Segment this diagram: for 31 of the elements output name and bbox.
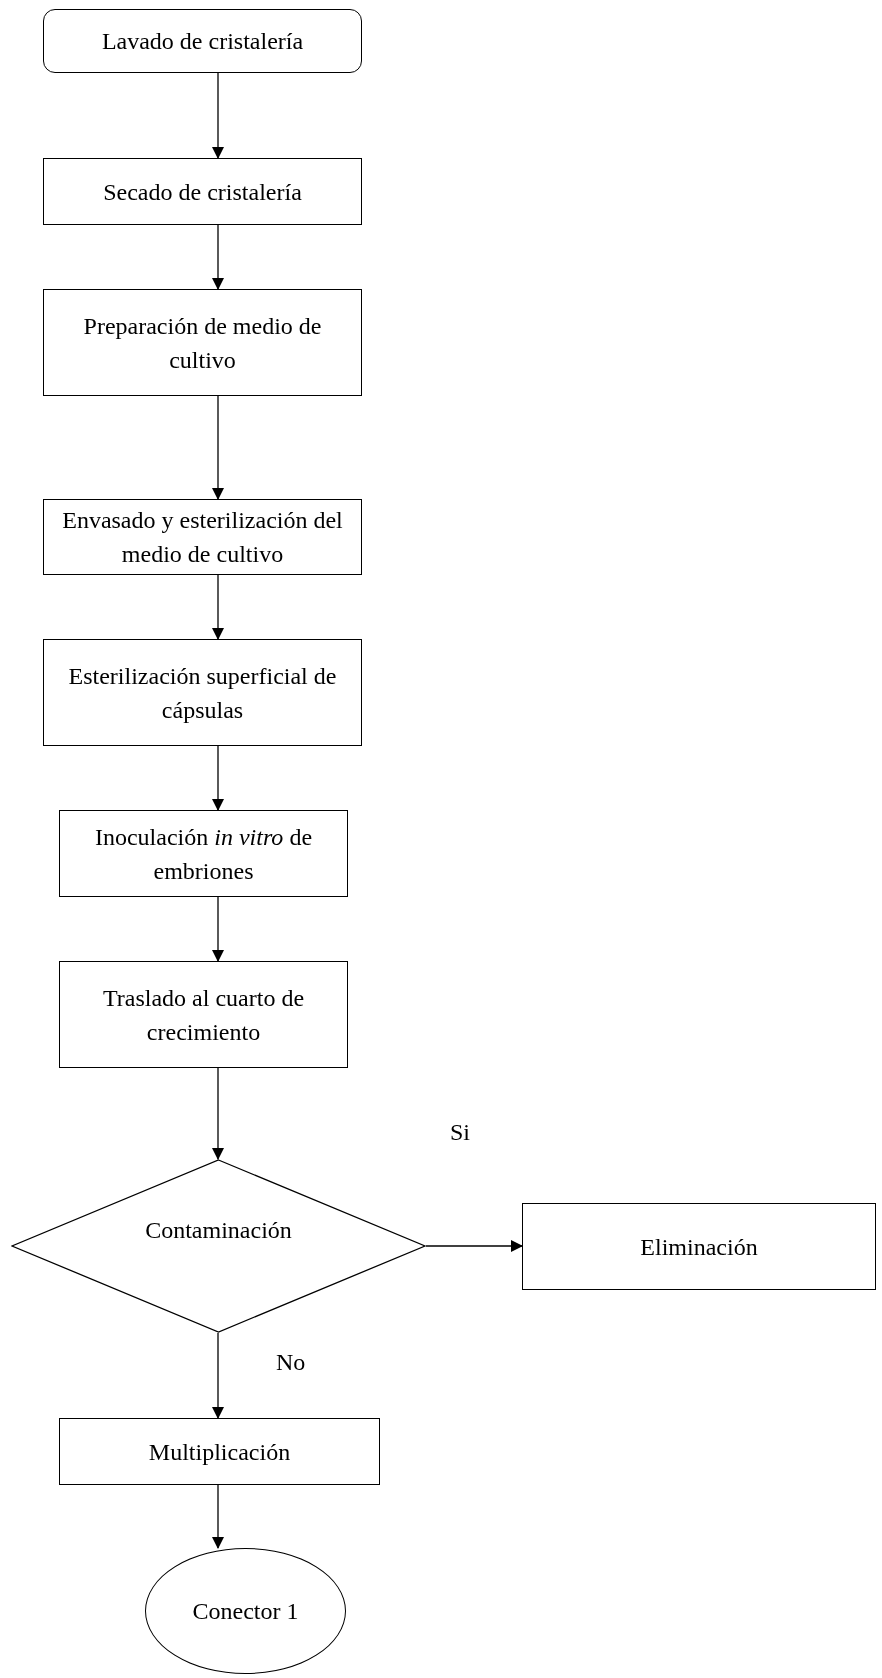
arrow [212,745,224,811]
decision-diamond [11,1159,426,1333]
arrow [212,395,224,500]
node-text: Traslado al cuarto de crecimiento [101,983,306,1047]
node-text: Lavado de cristalería [100,27,305,56]
process-box [43,158,362,225]
node-text: Esterilización superficial de cápsulas [67,661,338,725]
process-box [522,1203,876,1290]
arrow [212,224,224,290]
node-text: Secado de cristalería [102,177,303,207]
arrow [212,1067,224,1160]
node-text: Contaminación [144,1216,293,1245]
process-box [59,1418,380,1485]
arrow [212,1332,224,1419]
process-box [43,639,362,746]
arrow [212,896,224,962]
process-box [59,961,348,1068]
node-text: Preparación de medio de cultivo [82,311,323,375]
node-text: Conector 1 [191,1597,300,1626]
arrow [212,72,224,159]
process-box [43,289,362,396]
arrow [425,1240,523,1252]
node-text: Envasado y esterilización del medio de cultivo [61,506,344,569]
process-box [43,499,362,575]
node-text: Inoculación in vitro de embriones [93,822,314,886]
arrow [212,574,224,640]
arrow [212,1484,224,1549]
process-box [59,810,348,897]
node-text: Multiplicación [147,1437,292,1467]
node-text: Eliminación [639,1232,759,1262]
start-box [43,9,362,73]
